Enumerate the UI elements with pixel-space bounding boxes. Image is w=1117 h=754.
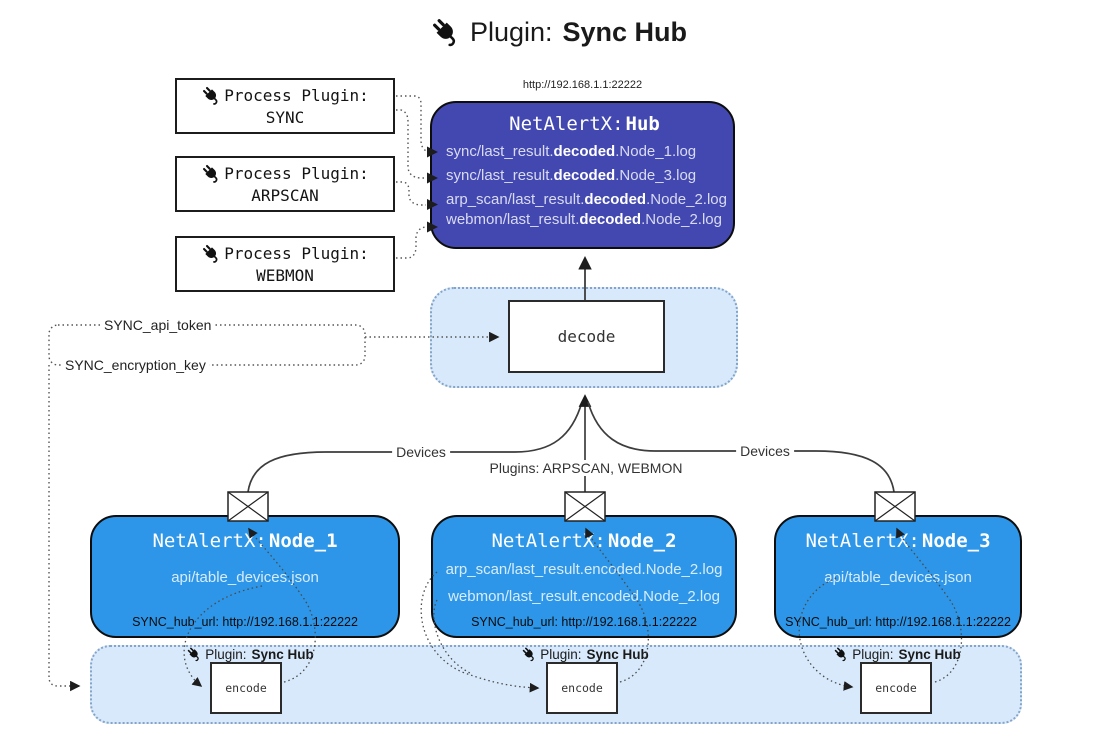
plug-icon — [201, 163, 222, 184]
encode-box-3: encode — [860, 662, 932, 714]
node-hub-url: SYNC_hub_url: http://192.168.1.1:22222 — [132, 615, 358, 629]
page-title: Plugin: Sync Hub — [0, 16, 1117, 48]
plug-icon — [201, 243, 222, 264]
plug-icon — [186, 646, 202, 662]
plug-icon — [201, 85, 222, 106]
node-hub-url: SYNC_hub_url: http://192.168.1.1:22222 — [785, 615, 1011, 629]
process-plugin-name: SYNC — [265, 108, 305, 127]
plug-icon — [521, 646, 537, 662]
hub-url-label: http://192.168.1.1:22222 — [522, 79, 643, 91]
node-hub-url: SYNC_hub_url: http://192.168.1.1:22222 — [471, 615, 697, 629]
page-title-label: Plugin: — [469, 16, 553, 47]
hub-file-line: sync/last_result.decoded.Node_3.log — [446, 167, 697, 184]
encode-box-1: encode — [210, 662, 282, 714]
process-plugin-name: ARPSCAN — [251, 186, 319, 205]
encode-label: encode — [225, 681, 267, 695]
plug-icon — [833, 646, 849, 662]
process-plugin-label: Process Plugin: — [224, 164, 369, 183]
process-plugin-label: Process Plugin: — [224, 244, 369, 263]
sync-api-token-label: SYNC_api_token — [101, 317, 215, 333]
devices-right-label: Devices — [736, 443, 794, 459]
node-file-line: api/table_devices.json — [824, 569, 972, 586]
process-plugin-box-sync: Process Plugin: SYNC — [175, 78, 395, 134]
node-file-line: webmon/last_result.encoded.Node_2.log — [448, 588, 720, 605]
encode-plugin-label-2: Plugin:Sync Hub — [521, 646, 649, 662]
node-title: NetAlertX:Node_2 — [491, 530, 677, 552]
encode-label: encode — [561, 681, 603, 695]
plugin-to-hub-connectors — [396, 95, 430, 259]
plugins-middle-label: Plugins: ARPSCAN, WEBMON — [485, 460, 687, 476]
decode-label: decode — [557, 327, 616, 346]
decode-box: decode — [508, 300, 665, 373]
node-box-node3: NetAlertX:Node_3 api/table_devices.json … — [774, 515, 1022, 638]
plug-icon — [430, 16, 462, 48]
hub-file-line: sync/last_result.decoded.Node_1.log — [446, 143, 697, 160]
node-file-line: api/table_devices.json — [171, 569, 319, 586]
node-file-line: arp_scan/last_result.encoded.Node_2.log — [445, 561, 723, 578]
devices-left-label: Devices — [392, 444, 450, 460]
encode-plugin-label-3: Plugin:Sync Hub — [833, 646, 961, 662]
hub-title: NetAlertX:Hub — [509, 113, 660, 135]
node-title: NetAlertX:Node_1 — [152, 530, 338, 552]
process-plugin-box-arpscan: Process Plugin: ARPSCAN — [175, 156, 395, 212]
hub-file-line: arp_scan/last_result.decoded.Node_2.log — [446, 191, 727, 208]
process-plugin-label: Process Plugin: — [224, 86, 369, 105]
encode-box-2: encode — [546, 662, 618, 714]
process-plugin-box-webmon: Process Plugin: WEBMON — [175, 236, 395, 292]
node-title: NetAlertX:Node_3 — [805, 530, 991, 552]
node-box-node1: NetAlertX:Node_1 api/table_devices.json … — [90, 515, 400, 638]
process-plugin-name: WEBMON — [256, 266, 314, 285]
encode-label: encode — [875, 681, 917, 695]
node-box-node2: NetAlertX:Node_2 arp_scan/last_result.en… — [431, 515, 737, 638]
hub-box: NetAlertX:Hub sync/last_result.decoded.N… — [430, 101, 735, 249]
hub-file-line: webmon/last_result.decoded.Node_2.log — [446, 211, 722, 228]
page-title-name: Sync Hub — [562, 16, 688, 47]
sync-encryption-key-label: SYNC_encryption_key — [62, 357, 209, 373]
node-to-decode-curves — [247, 394, 895, 493]
encode-plugin-label-1: Plugin:Sync Hub — [186, 646, 314, 662]
